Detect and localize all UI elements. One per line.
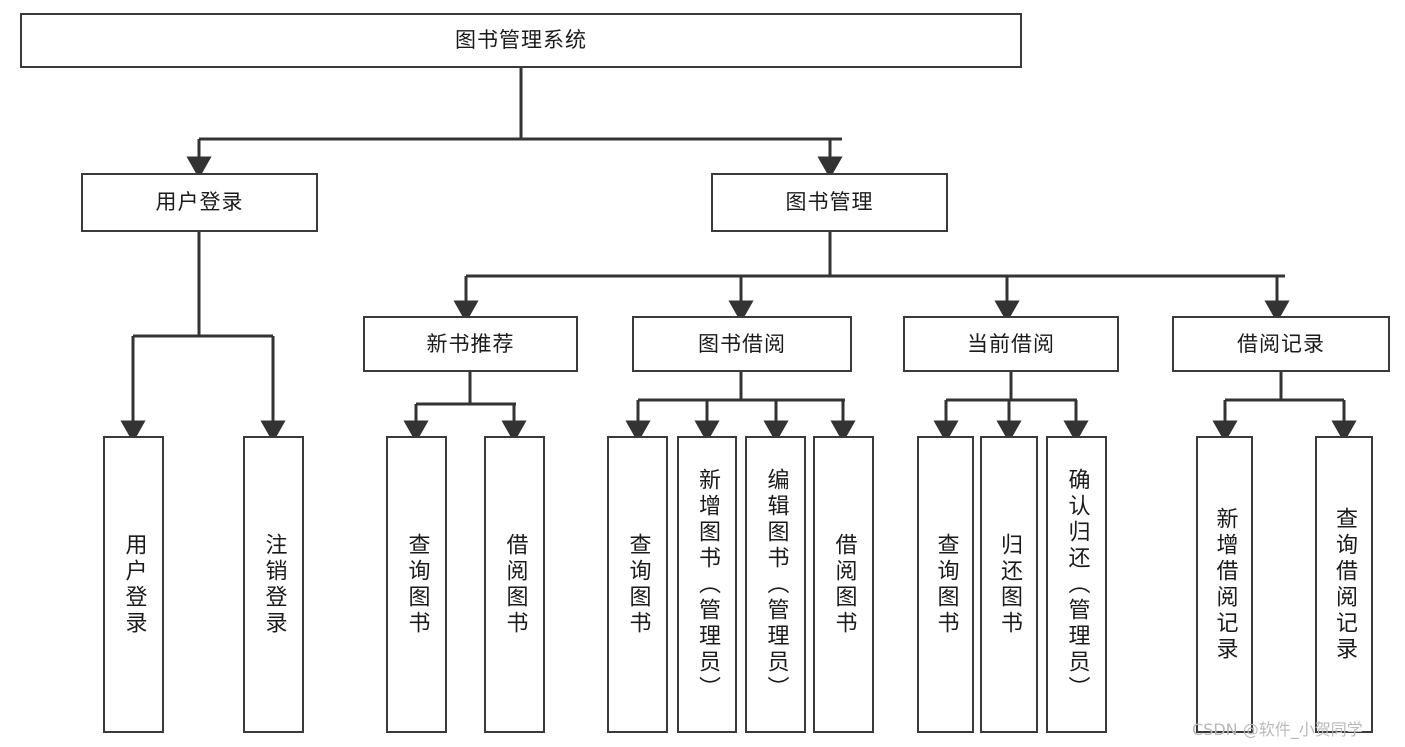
node-label: 注销登录 [261,532,287,637]
leaf-return-book[interactable]: 归还图书 [980,436,1038,733]
leaf-logout[interactable]: 注销登录 [243,436,304,733]
node-book-borrow[interactable]: 图书借阅 [632,316,852,372]
leaf-borrow-book-recommend[interactable]: 借阅图书 [484,436,545,733]
node-label: 图书管理系统 [455,28,587,53]
node-new-book-recommend[interactable]: 新书推荐 [363,316,578,372]
node-label: 借阅图书 [502,532,528,637]
node-label: 查询图书 [404,532,430,637]
leaf-query-book-current[interactable]: 查询图书 [917,436,974,733]
node-label: 查询图书 [625,532,651,637]
node-label: 新书推荐 [426,331,515,356]
node-label: 图书借阅 [698,331,786,356]
leaf-query-book-borrow[interactable]: 查询图书 [607,436,668,733]
node-label: 新增借阅记录 [1212,506,1238,663]
csdn-watermark: CSDN @软件_小贺同学 [1192,720,1363,739]
node-label: 当前借阅 [967,331,1055,356]
node-label: 归还图书 [997,532,1022,637]
node-label: 查询图书 [933,532,959,637]
leaf-edit-book-admin[interactable]: 编辑图书（管理员） [745,436,806,733]
node-current-borrow[interactable]: 当前借阅 [903,316,1119,372]
node-borrow-record[interactable]: 借阅记录 [1172,316,1390,372]
leaf-query-book-recommend[interactable]: 查询图书 [386,436,447,733]
leaf-add-book-admin[interactable]: 新增图书（管理员） [677,436,737,733]
node-label: 用户登录 [155,190,244,215]
node-label: 借阅图书 [831,532,857,637]
leaf-add-borrow-record[interactable]: 新增借阅记录 [1196,436,1253,733]
node-label: 新增图书（管理员） [695,467,720,702]
node-label: 编辑图书（管理员） [763,467,789,702]
node-label: 确认归还（管理员） [1064,467,1090,702]
leaf-confirm-return-admin[interactable]: 确认归还（管理员） [1046,436,1107,733]
leaf-query-borrow-record[interactable]: 查询借阅记录 [1315,436,1373,733]
node-user-login[interactable]: 用户登录 [81,173,318,232]
node-book-management[interactable]: 图书管理 [711,173,948,232]
leaf-user-login[interactable]: 用户登录 [103,436,164,733]
node-label: 查询借阅记录 [1332,506,1357,663]
node-root-system[interactable]: 图书管理系统 [20,13,1022,68]
node-label: 图书管理 [785,190,874,215]
node-label: 借阅记录 [1237,331,1325,356]
leaf-borrow-book[interactable]: 借阅图书 [813,436,874,733]
node-label: 用户登录 [121,532,147,637]
